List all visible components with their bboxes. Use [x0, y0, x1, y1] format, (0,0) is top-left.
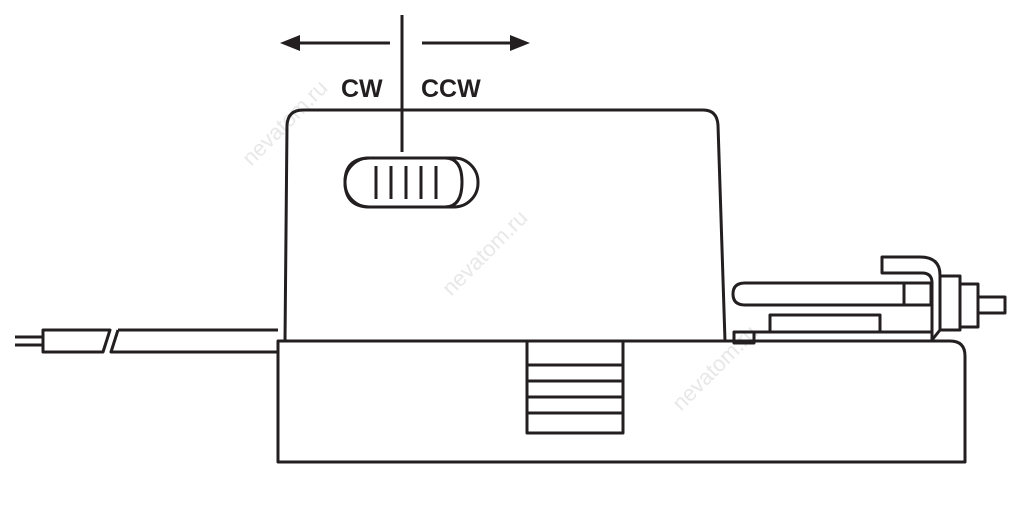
- nut: [938, 274, 962, 332]
- shaft: [976, 295, 1007, 315]
- base-housing: [276, 339, 967, 464]
- ccw-label: CCW: [421, 75, 481, 103]
- ccw-arrow-head-icon: [510, 35, 530, 51]
- shaft-adapter: [731, 255, 1007, 345]
- cable: [15, 328, 287, 354]
- switch-knob: [343, 156, 464, 209]
- u-bolt: [880, 255, 942, 342]
- tube: [731, 281, 930, 307]
- washer: [958, 282, 980, 329]
- cw-arrow-head-icon: [280, 35, 300, 51]
- direction-switch: [343, 156, 480, 209]
- label-plate: [525, 339, 625, 435]
- cw-label: CW: [341, 75, 383, 103]
- upper-housing: [283, 108, 727, 342]
- rotation-direction-indicator: [280, 15, 530, 152]
